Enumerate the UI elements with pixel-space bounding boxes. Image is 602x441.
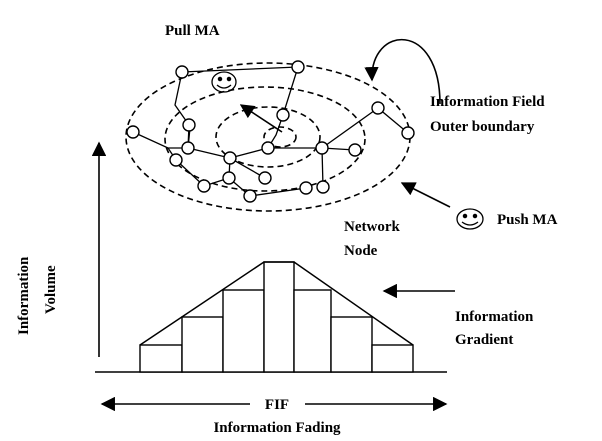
network-node [222,171,236,185]
histogram-bar [139,344,183,373]
outer-boundary-ellipse [125,62,411,212]
information-histogram [139,261,414,373]
network-node [175,65,189,79]
information-volume-label-line1: Information [16,256,32,335]
information-field [125,62,411,212]
push-direction-arrow [400,182,451,208]
network-node [401,126,415,140]
network-node [243,189,257,203]
network-node [291,60,305,74]
outer-boundary-pointer-arrow [364,38,441,105]
network-node [276,108,290,122]
information-volume-label-line2: Volume [43,265,59,314]
histogram-bar [181,316,224,373]
push-agent-smiley-icon [456,208,484,230]
histogram-bar [263,261,295,373]
node-label: Node [344,243,378,259]
network-node [197,179,211,193]
network-node [316,180,330,194]
network-node [181,141,195,155]
network-node [371,101,385,115]
pull-direction-arrow [239,104,283,133]
core-field-ellipse [263,126,297,148]
middle-field-ellipse [164,86,366,192]
network-node [126,125,140,139]
histogram-bar [330,316,373,373]
histogram-bar [222,289,265,373]
network-node [223,151,237,165]
network-nodes [126,60,415,203]
network-node [182,118,196,132]
outer-boundary-label: Outer boundary [430,119,535,135]
information-gradient-label-line1: Information [455,309,534,325]
pull-ma-label: Pull MA [165,23,220,39]
network-node [348,143,362,157]
inner-field-ellipse [215,106,321,168]
histogram-bar [293,289,332,373]
information-gradient-envelope [139,261,414,346]
histogram-bar [371,344,414,373]
pull-agent-smiley-icon [211,71,237,93]
network-node [169,153,183,167]
push-ma-label: Push MA [497,212,558,228]
network-node [258,171,272,185]
information-field-label: Information Field [430,94,545,110]
information-fading-label: Information Fading [213,420,341,436]
network-node [315,141,329,155]
fif-label: FIF [265,397,289,413]
network-node [261,141,275,155]
information-gradient-label-line2: Gradient [455,332,513,348]
network-node [299,181,313,195]
network-label: Network [344,219,400,235]
